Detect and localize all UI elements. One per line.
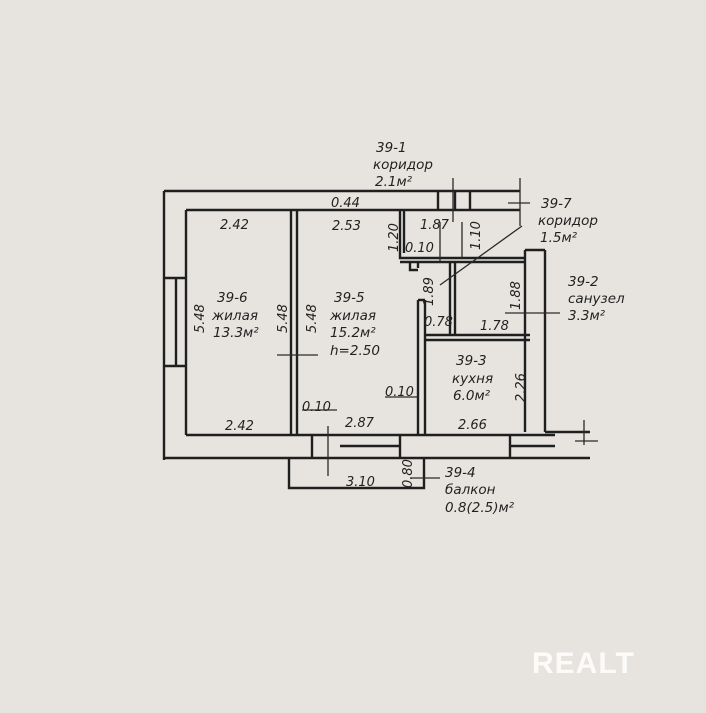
room-area: 0.8(2.5)м² (445, 500, 515, 516)
dimension-label: 1.10 (469, 221, 484, 250)
room-39-6-label: 39-6 жилая 13.3м² (211, 290, 259, 341)
dimension-label: 1.89 (422, 277, 437, 306)
dimension-label: 2.87 (345, 416, 375, 431)
room-39-2-label: 39-2 санузел 3.3м² (568, 274, 625, 324)
room-number: 39-1 (376, 140, 407, 156)
dimension-label: 5.48 (276, 304, 291, 333)
room-area: 3.3м² (568, 308, 606, 324)
room-number: 39-2 (568, 274, 599, 290)
dimension-label: 0.10 (385, 385, 414, 400)
room-name: жилая (211, 308, 258, 324)
dimension-label: 1.78 (480, 319, 509, 334)
room-39-5-label: 39-5 жилая 15.2м² h=2.50 (329, 290, 380, 359)
room-area: 6.0м² (453, 388, 491, 404)
room-39-3-label: 39-3 кухня 6.0м² (452, 353, 493, 404)
room-name: жилая (329, 308, 376, 324)
dimension-label: 1.87 (420, 218, 450, 233)
room-number: 39-4 (445, 465, 476, 481)
room-number: 39-3 (456, 353, 487, 369)
dimension-label: 2.42 (220, 218, 249, 233)
dimension-label: 3.10 (346, 475, 375, 490)
ceiling-height: h=2.50 (330, 343, 380, 359)
dimension-label: 5.48 (193, 304, 208, 333)
room-number: 39-5 (334, 290, 365, 306)
room-name: балкон (445, 482, 496, 498)
walls (162, 189, 590, 490)
dimension-label: 2.53 (332, 219, 361, 234)
room-name: коридор (538, 213, 598, 229)
dimension-label: 1.20 (387, 223, 402, 252)
room-39-7-label: 39-7 коридор 1.5м² (538, 196, 598, 246)
room-name: кухня (452, 371, 493, 387)
room-39-1-label: 39-1 коридор 2.1м² (373, 140, 433, 190)
room-area: 2.1м² (375, 174, 413, 190)
dimension-ticks (277, 178, 598, 479)
room-name: санузел (568, 291, 625, 307)
room-area: 15.2м² (330, 325, 376, 341)
dimension-label: 0.10 (302, 400, 331, 415)
room-number: 39-6 (217, 290, 248, 306)
dimension-label: 0.10 (405, 241, 434, 256)
dimension-label: 0.44 (331, 196, 360, 211)
room-number: 39-7 (541, 196, 572, 212)
dimension-label: 2.66 (458, 418, 487, 433)
room-area: 13.3м² (213, 325, 259, 341)
watermark-logo: REALT (532, 647, 635, 680)
dimension-label: 0.80 (401, 459, 416, 488)
dimension-labels: 0.44 2.42 2.53 1.87 1.20 1.10 0.10 1.89 … (193, 196, 529, 490)
room-name: коридор (373, 157, 433, 173)
dimension-label: 0.78 (424, 315, 453, 330)
room-area: 1.5м² (540, 230, 578, 246)
dimension-label: 2.42 (225, 419, 254, 434)
room-39-4-label: 39-4 балкон 0.8(2.5)м² (445, 465, 515, 516)
dimension-label: 5.48 (305, 304, 320, 333)
dimension-label: 2.26 (514, 373, 529, 402)
dimension-label: 1.88 (509, 281, 524, 310)
